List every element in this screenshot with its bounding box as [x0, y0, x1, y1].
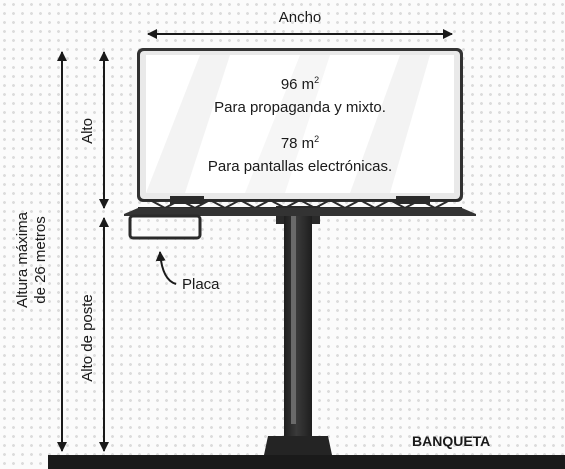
area-1-value: 96 m2: [281, 75, 319, 93]
sidewalk-label: BANQUETA: [412, 433, 491, 449]
billboard-panel: [137, 48, 463, 202]
plate-pointer: [155, 251, 177, 285]
height-label: Alto: [79, 118, 96, 144]
area-1-description: Para propaganda y mixto.: [214, 99, 386, 116]
catwalk-platform: [124, 208, 476, 216]
area-1-number: 96 m: [280, 76, 315, 93]
pole: [264, 206, 332, 455]
plate-label: Placa: [182, 276, 220, 293]
area-2-number: 78 m: [280, 135, 315, 152]
area-2-description: Para pantallas electrónicas.: [207, 158, 393, 175]
area-2-exponent: 2: [314, 134, 320, 144]
max-height-label: Altura máxima de 26 metros: [14, 212, 50, 308]
plate: [128, 214, 202, 240]
max-height-label-line1: Altura máxima: [14, 212, 31, 308]
area-2-value: 78 m2: [281, 134, 319, 152]
pole-height-label: Alto de poste: [79, 294, 96, 382]
width-label: Ancho: [278, 9, 322, 26]
ground-bar: [48, 455, 565, 469]
max-height-label-line2: de 26 metros: [32, 216, 49, 304]
area-1-exponent: 2: [314, 75, 320, 85]
